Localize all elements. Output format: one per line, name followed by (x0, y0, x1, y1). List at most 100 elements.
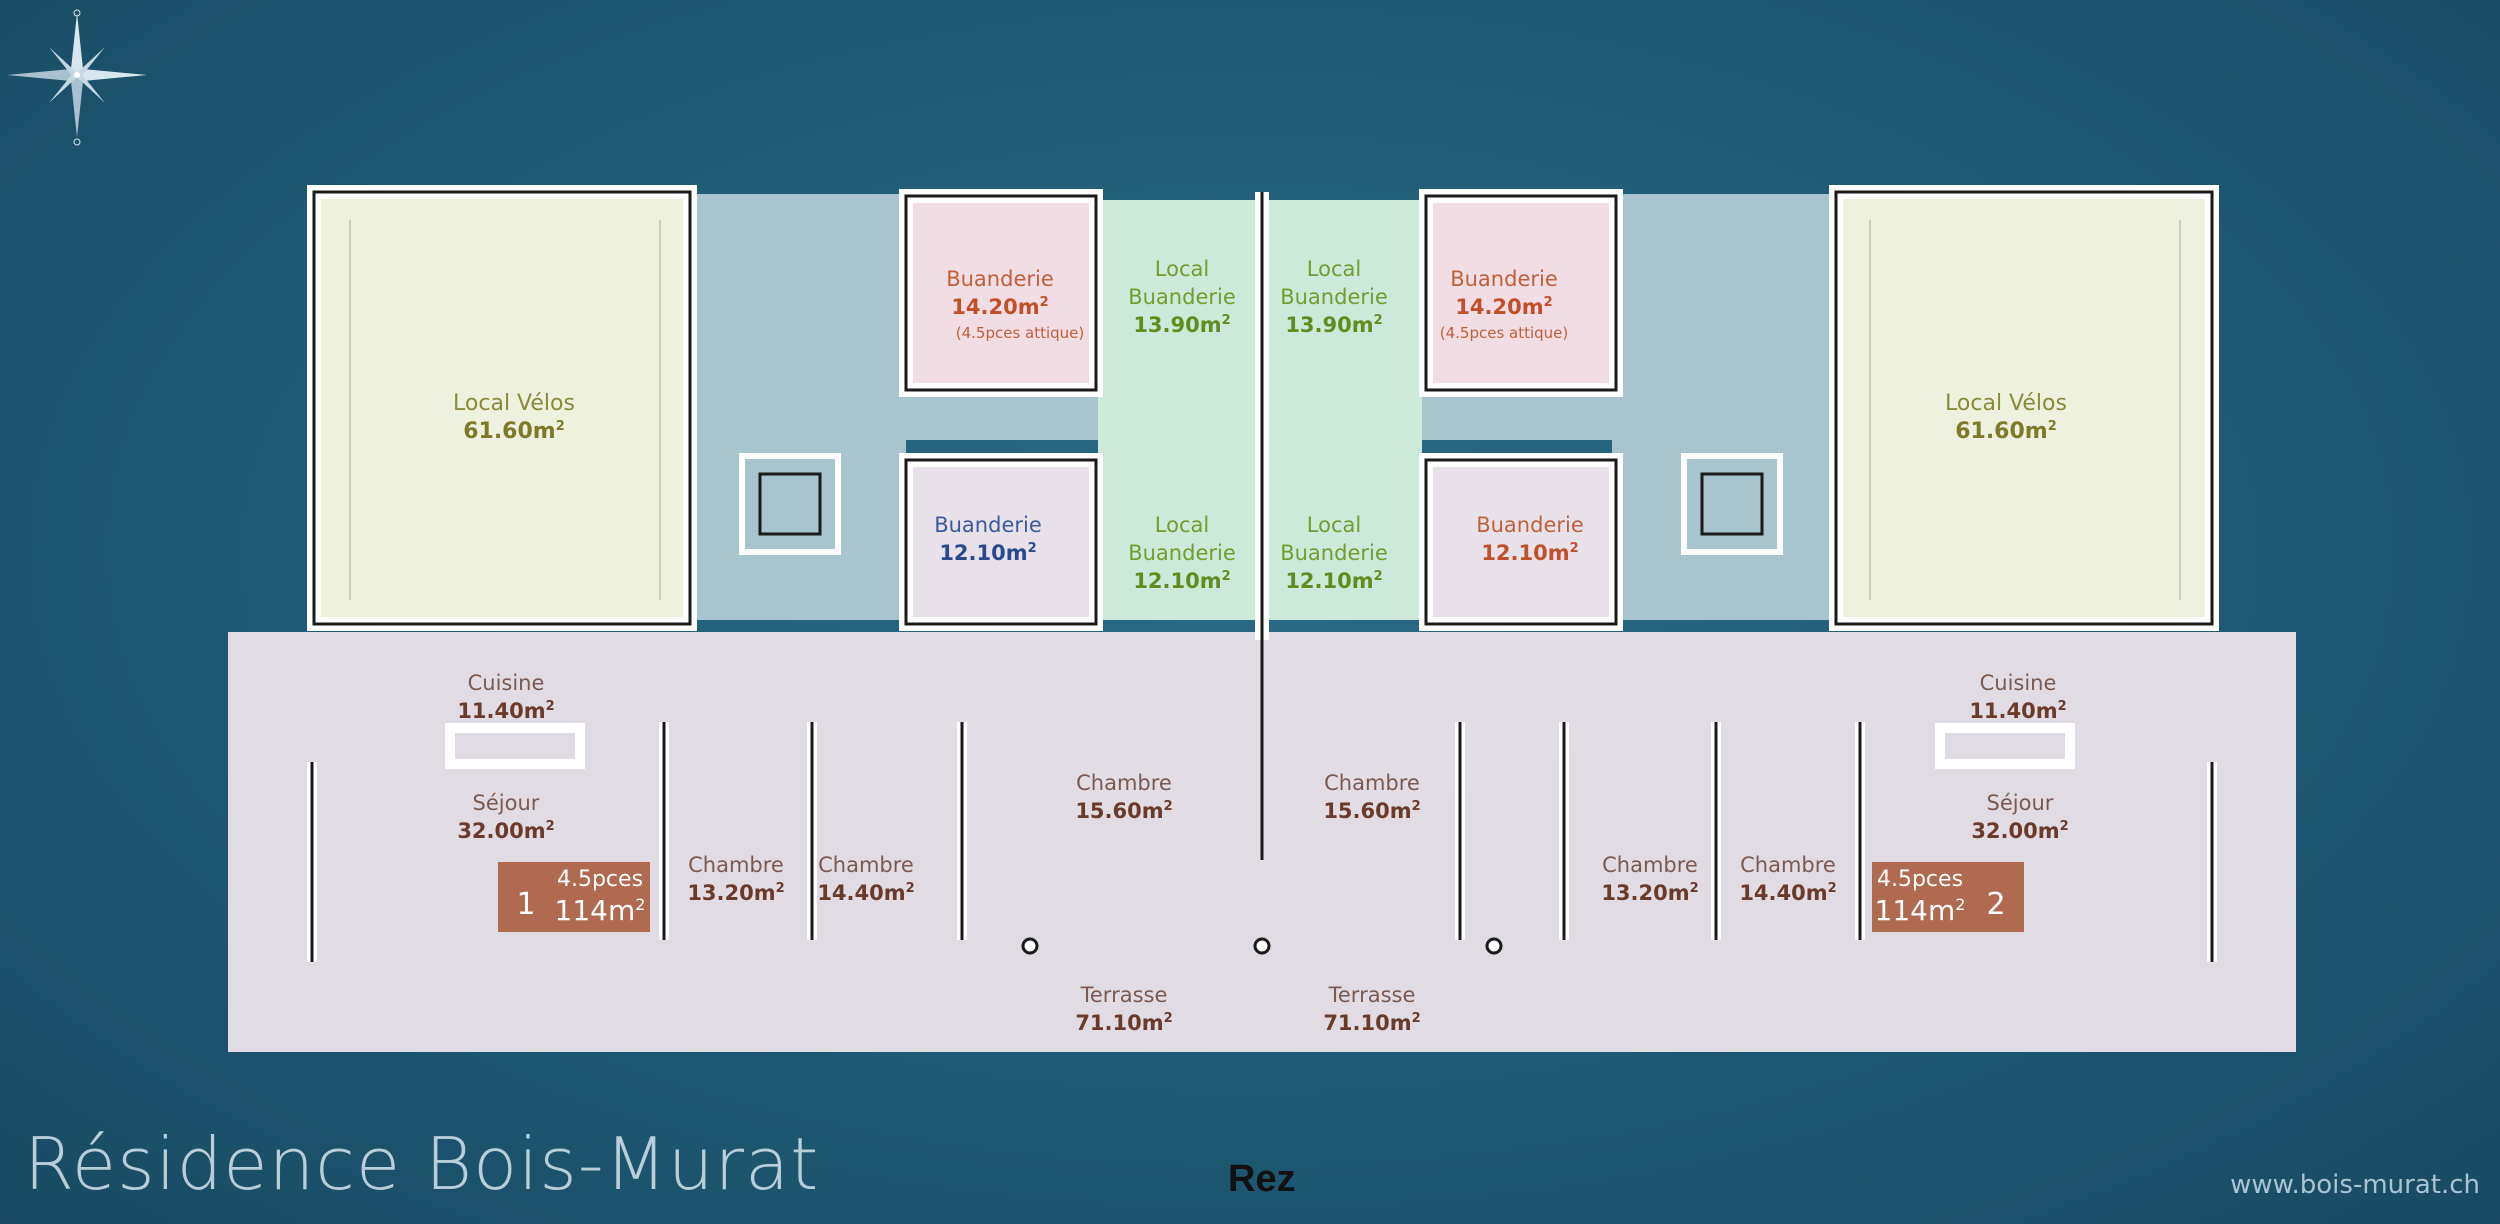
room-label: Séjour 32.00m2 (457, 791, 554, 843)
svg-text:Local: Local (1155, 513, 1209, 537)
svg-text:Buanderie: Buanderie (1476, 513, 1584, 537)
svg-text:(4.5pces attique): (4.5pces attique) (1440, 324, 1569, 342)
laundry-pink-left (910, 200, 1092, 386)
svg-text:12.10m2: 12.10m2 (1481, 541, 1578, 565)
svg-text:Séjour: Séjour (1987, 791, 2054, 815)
room-label: Buanderie 12.10m2 (1476, 513, 1584, 565)
svg-text:Local: Local (1307, 257, 1361, 281)
svg-text:Séjour: Séjour (473, 791, 540, 815)
bike-room-left (318, 196, 686, 620)
room-label: Chambre 15.60m2 (1323, 771, 1420, 823)
svg-text:13.90m2: 13.90m2 (1285, 313, 1382, 337)
svg-text:Local Vélos: Local Vélos (453, 391, 575, 416)
exterior-walls (307, 185, 2219, 640)
svg-text:11.40m2: 11.40m2 (457, 699, 554, 723)
svg-text:Buanderie: Buanderie (1450, 267, 1558, 291)
apt-number: 2 (1986, 887, 2005, 922)
circulation-left (686, 194, 906, 620)
svg-text:12.10m2: 12.10m2 (1285, 569, 1382, 593)
room-label: Buanderie 14.20m2 (4.5pces attique) (946, 267, 1084, 342)
laundry-green-top-right (1266, 200, 1422, 430)
svg-text:Buanderie: Buanderie (1280, 285, 1388, 309)
svg-text:Chambre: Chambre (1324, 771, 1420, 795)
svg-text:71.10m2: 71.10m2 (1075, 1011, 1172, 1035)
svg-text:14.40m2: 14.40m2 (817, 881, 914, 905)
svg-text:12.10m2: 12.10m2 (939, 541, 1036, 565)
terrace-columns (1021, 937, 1503, 955)
room-labels: Local Vélos 61.60m2 Local Vélos 61.60m2 Bu… (453, 257, 2069, 1035)
svg-text:Chambre: Chambre (1740, 853, 1836, 877)
room-label: Terrasse 71.10m2 (1323, 983, 1420, 1035)
stair-core-left (739, 453, 841, 555)
svg-text:Chambre: Chambre (1076, 771, 1172, 795)
svg-text:71.10m2: 71.10m2 (1323, 1011, 1420, 1035)
svg-text:Local Vélos: Local Vélos (1945, 391, 2067, 416)
svg-text:Cuisine: Cuisine (468, 671, 545, 695)
svg-text:14.20m2: 14.20m2 (951, 295, 1048, 319)
svg-text:Buanderie: Buanderie (934, 513, 1042, 537)
svg-text:32.00m2: 32.00m2 (457, 819, 554, 843)
svg-text:(4.5pces attique): (4.5pces attique) (956, 324, 1085, 342)
svg-text:12.10m2: 12.10m2 (1133, 569, 1230, 593)
website-link[interactable]: www.bois-murat.ch (2230, 1170, 2480, 1200)
laundry-pink-right (1430, 200, 1612, 386)
svg-text:Chambre: Chambre (1602, 853, 1698, 877)
svg-text:Buanderie: Buanderie (946, 267, 1054, 291)
svg-text:61.60m2: 61.60m2 (463, 419, 565, 444)
laundry-lilac-right (1430, 462, 1612, 620)
svg-text:Buanderie: Buanderie (1128, 541, 1236, 565)
svg-text:61.60m2: 61.60m2 (1955, 419, 2057, 444)
room-label: Cuisine 11.40m2 (1969, 671, 2066, 723)
residence-title: Résidence Bois-Murat (24, 1122, 820, 1206)
laundry-green-bot-left (1098, 430, 1260, 620)
room-label: Séjour 32.00m2 (1971, 791, 2068, 843)
svg-text:Buanderie: Buanderie (1128, 285, 1236, 309)
svg-text:Chambre: Chambre (818, 853, 914, 877)
floor-level-label: Rez (1228, 1158, 1296, 1200)
svg-text:13.20m2: 13.20m2 (687, 881, 784, 905)
svg-text:14.40m2: 14.40m2 (1739, 881, 1836, 905)
room-label: Local Vélos 61.60m2 (453, 391, 575, 444)
svg-text:Terrasse: Terrasse (1080, 983, 1168, 1007)
room-label: Chambre 14.40m2 (1739, 853, 1836, 905)
apartment-badge-1: 1 4.5pces 114m2 (498, 862, 650, 932)
apt-number: 1 (516, 887, 535, 922)
svg-text:15.60m2: 15.60m2 (1323, 799, 1420, 823)
apartment-badge-2: 2 4.5pces 114m2 (1872, 862, 2024, 932)
laundry-green-top-left (1098, 200, 1260, 430)
room-label: Cuisine 11.40m2 (457, 671, 554, 723)
svg-text:13.90m2: 13.90m2 (1133, 313, 1230, 337)
svg-text:14.20m2: 14.20m2 (1455, 295, 1552, 319)
room-label: Local Vélos 61.60m2 (1945, 391, 2067, 444)
svg-text:114m2: 114m2 (555, 894, 646, 927)
svg-text:Cuisine: Cuisine (1980, 671, 2057, 695)
svg-text:Buanderie: Buanderie (1280, 541, 1388, 565)
room-label: Chambre 14.40m2 (817, 853, 914, 905)
bike-racks (349, 220, 2181, 600)
room-label: Buanderie 14.20m2 (4.5pces attique) (1440, 267, 1569, 342)
stair-core-right (1681, 453, 1783, 555)
room-label: Chambre 15.60m2 (1075, 771, 1172, 823)
room-label: Buanderie 12.10m2 (934, 513, 1042, 565)
circulation-right (1612, 194, 1832, 620)
svg-text:114m2: 114m2 (1875, 894, 1966, 927)
svg-text:Local: Local (1155, 257, 1209, 281)
svg-text:11.40m2: 11.40m2 (1969, 699, 2066, 723)
laundry-green-bot-right (1266, 430, 1422, 620)
bike-room-right (1840, 196, 2208, 620)
svg-text:Local: Local (1307, 513, 1361, 537)
room-label: Terrasse 71.10m2 (1075, 983, 1172, 1035)
svg-text:15.60m2: 15.60m2 (1075, 799, 1172, 823)
svg-text:4.5pces: 4.5pces (557, 867, 643, 892)
svg-text:32.00m2: 32.00m2 (1971, 819, 2068, 843)
laundry-lilac-left (910, 462, 1092, 620)
svg-text:Terrasse: Terrasse (1328, 983, 1416, 1007)
room-label: Chambre 13.20m2 (1601, 853, 1698, 905)
compass-rose-icon (7, 9, 147, 146)
svg-text:13.20m2: 13.20m2 (1601, 881, 1698, 905)
